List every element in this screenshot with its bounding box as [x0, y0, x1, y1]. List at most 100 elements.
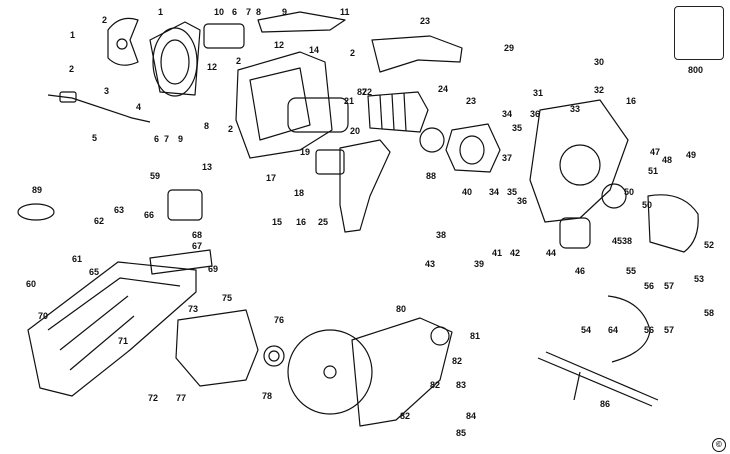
part-label-22: 22 [362, 87, 373, 97]
part-label-56: 56 [644, 325, 655, 335]
part-label-63: 63 [114, 205, 125, 215]
part-label-35: 35 [512, 123, 523, 133]
part-label-38: 38 [436, 230, 447, 240]
part-label-82: 82 [430, 380, 441, 390]
part-label-2: 2 [350, 48, 356, 58]
part-label-60: 60 [26, 279, 37, 289]
part-label-34: 34 [489, 187, 500, 197]
part-label-44: 44 [546, 248, 557, 258]
part-label-57: 57 [664, 281, 675, 291]
part-label-45: 45 [612, 236, 623, 246]
part-label-1: 1 [158, 7, 164, 17]
part-label-56: 56 [644, 281, 655, 291]
part-label-77: 77 [176, 393, 187, 403]
part-label-38: 38 [622, 236, 633, 246]
part-label-54: 54 [581, 325, 592, 335]
part-label-55: 55 [626, 266, 637, 276]
part-label-9: 9 [178, 134, 184, 144]
part-label-62: 62 [94, 216, 105, 226]
guard-spring-part [607, 295, 651, 363]
part-label-6: 6 [154, 134, 160, 144]
part-label-8: 8 [256, 7, 262, 17]
part-label-68: 68 [192, 230, 203, 240]
part-label-5: 5 [92, 133, 98, 143]
part-label-80: 80 [396, 304, 407, 314]
part-label-11: 11 [340, 7, 350, 17]
part-label-1: 1 [70, 30, 76, 40]
switch-part [315, 149, 345, 175]
part-label-2: 2 [102, 15, 108, 25]
part-label-2: 2 [236, 56, 242, 66]
part-label-88: 88 [426, 171, 437, 181]
part-label-37: 37 [502, 153, 513, 163]
motor-housing-part [235, 51, 349, 159]
part-label-73: 73 [188, 304, 199, 314]
part-label-36: 36 [517, 196, 528, 206]
part-label-51: 51 [648, 166, 659, 176]
part-label-47: 47 [650, 147, 661, 157]
part-label-71: 71 [118, 336, 129, 346]
part-label-2: 2 [228, 124, 234, 134]
lower-body-part [351, 317, 453, 427]
part-label-6: 6 [232, 7, 238, 17]
part-label-76: 76 [274, 315, 285, 325]
part-label-72: 72 [148, 393, 159, 403]
part-label-25: 25 [318, 217, 329, 227]
depth-adjust-part [149, 189, 213, 275]
part-label-50: 50 [624, 187, 635, 197]
part-label-59: 59 [150, 171, 161, 181]
part-label-57: 57 [664, 325, 675, 335]
part-label-52: 52 [704, 240, 715, 250]
handle-bracket-part [107, 17, 139, 66]
part-label-58: 58 [704, 308, 715, 318]
part-label-31: 31 [533, 88, 544, 98]
blade-clamp-part [17, 203, 55, 221]
part-label-48: 48 [662, 155, 673, 165]
part-label-800: 800 [688, 65, 704, 75]
part-label-53: 53 [694, 274, 705, 284]
upper-guard-part [149, 21, 201, 97]
part-label-89: 89 [32, 185, 43, 195]
part-label-70: 70 [38, 311, 49, 321]
part-label-23: 23 [466, 96, 477, 106]
part-label-49: 49 [686, 150, 697, 160]
part-label-78: 78 [262, 391, 273, 401]
copyright-mark: © [712, 438, 726, 452]
part-label-30: 30 [594, 57, 605, 67]
part-label-75: 75 [222, 293, 233, 303]
part-label-66: 66 [144, 210, 155, 220]
cord-part [47, 91, 151, 123]
part-label-42: 42 [510, 248, 521, 258]
part-label-86: 86 [600, 399, 611, 409]
part-label-34: 34 [502, 109, 513, 119]
part-label-14: 14 [309, 45, 320, 55]
part-label-82: 82 [400, 411, 411, 421]
saw-blade-part [287, 329, 373, 415]
part-label-43: 43 [425, 259, 436, 269]
part-label-19: 19 [300, 147, 311, 157]
part-label-35: 35 [507, 187, 518, 197]
motor-armature-part [367, 91, 445, 153]
part-label-20: 20 [350, 126, 361, 136]
part-label-3: 3 [104, 86, 110, 96]
part-label-36: 36 [530, 109, 541, 119]
part-label-7: 7 [164, 134, 170, 144]
part-label-12: 12 [207, 62, 218, 72]
lower-guard-part [601, 183, 699, 253]
part-label-83: 83 [456, 380, 467, 390]
part-label-4: 4 [136, 102, 142, 112]
gear-housing-part [529, 99, 629, 249]
part-label-16: 16 [626, 96, 637, 106]
part-label-15: 15 [272, 217, 283, 227]
blade-guard-lower-part [175, 309, 285, 387]
part-label-29: 29 [504, 43, 515, 53]
accessory-inset [674, 6, 724, 60]
part-label-69: 69 [208, 264, 219, 274]
part-label-18: 18 [294, 188, 305, 198]
part-label-8: 8 [204, 121, 210, 131]
part-label-2: 2 [69, 64, 75, 74]
part-label-10: 10 [214, 7, 225, 17]
part-label-13: 13 [202, 162, 213, 172]
